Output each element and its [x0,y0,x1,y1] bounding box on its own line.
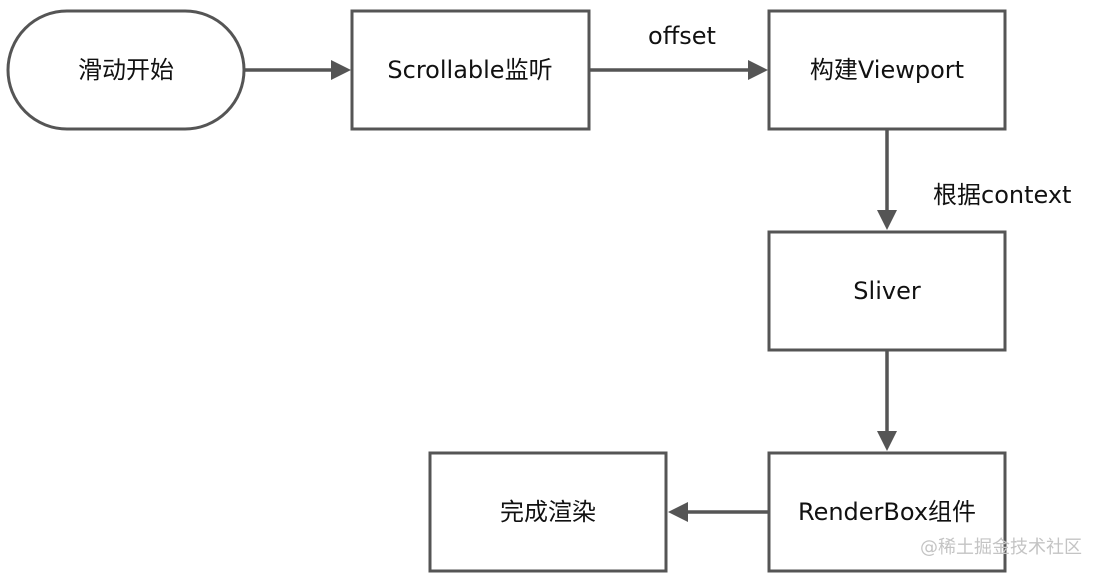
arrow-head-scrollable-to-viewport [748,60,768,80]
watermark: @稀土掘金技术社区 [920,537,1082,558]
node-scrollable-shape [350,9,591,131]
node-done-label: 完成渲染 [500,498,596,526]
node-sliver-shape [767,230,1007,352]
node-done-shape [428,451,668,573]
arrow-head-start-to-scrollable [331,60,351,80]
node-start-label: 滑动开始 [78,56,174,84]
edges [245,60,897,522]
node-sliver-label: Sliver [853,277,921,305]
arrow-head-viewport-to-sliver [877,210,897,230]
arrow-head-renderbox-to-done [668,502,688,522]
node-viewport-label: 构建Viewport [810,56,964,84]
node-done: 完成渲染 [428,451,668,573]
node-renderbox-label: RenderBox组件 [798,498,976,526]
node-scrollable-label: Scrollable监听 [387,56,552,84]
node-renderbox: RenderBox组件 [767,451,1007,573]
node-start-shape [6,9,246,131]
node-start: 滑动开始 [6,9,246,131]
node-viewport-shape [767,9,1007,131]
node-sliver: Sliver [767,230,1007,352]
edge-label-offset: offset [648,22,716,50]
node-scrollable: Scrollable监听 [350,9,591,131]
node-viewport: 构建Viewport [767,9,1007,131]
edge-label-context: 根据context [933,181,1071,209]
node-renderbox-shape [767,451,1007,573]
arrow-head-sliver-to-renderbox [877,431,897,451]
